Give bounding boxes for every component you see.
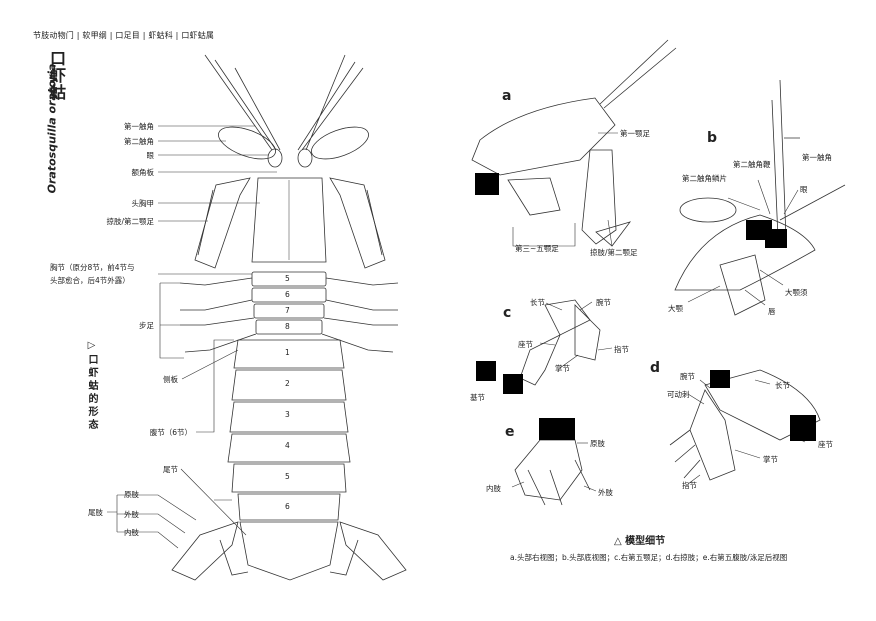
panel-letter-b: b — [707, 130, 718, 146]
label-e-endopod: 内肢 — [486, 484, 501, 493]
label-a-first-maxilliped: 第一颚足 — [620, 129, 650, 138]
mantis-shrimp-main-figure — [171, 54, 407, 581]
abdomen-segment-number: 3 — [285, 410, 290, 419]
label-c-dactyl: 指节 — [614, 345, 629, 354]
label-lateral-plate: 侧板 — [163, 375, 178, 384]
panel-letter-d: d — [650, 360, 661, 376]
abdomen-segment-number: 2 — [285, 379, 290, 388]
thorax-segment-number: 5 — [285, 274, 290, 283]
label-e-exopod: 外肢 — [598, 488, 613, 497]
label-d-ischium: 座节 — [818, 440, 833, 449]
detail-e-figure — [511, 439, 597, 506]
label-b-eye: 眼 — [800, 185, 808, 194]
abdomen-segment-number: 6 — [285, 502, 290, 511]
label-antenna1: 第一触角 — [124, 122, 154, 131]
label-eye: 眼 — [146, 151, 155, 160]
title-block: 口虾蛄 Oratosquilla oratoria — [36, 50, 70, 193]
redaction-box — [476, 361, 496, 381]
label-raptorial: 掠肢/第二颚足 — [106, 217, 154, 226]
species-name-latin: Oratosquilla oratoria — [45, 63, 59, 194]
label-rostral-plate: 额角板 — [131, 168, 155, 177]
species-name-cn: 口虾蛄 — [47, 50, 66, 101]
detail-title: △ 模型细节 — [614, 536, 666, 547]
label-carapace: 头胸甲 — [131, 199, 155, 208]
redaction-box — [765, 229, 787, 248]
abdomen-segment-number: 4 — [285, 441, 290, 450]
redaction-box — [475, 173, 499, 195]
detail-b-figure — [674, 79, 846, 316]
abdomen-segment-number: 1 — [285, 348, 290, 357]
label-c-merus: 长节 — [530, 298, 545, 307]
label-c-ischium: 座节 — [518, 340, 533, 349]
label-d-movable-spine: 可动刺 — [667, 390, 690, 399]
label-b-antenna2-flagellum: 第二触角鞭 — [733, 160, 771, 169]
detail-subtitle: a.头部右视图；b.头部底视图；c.右第五颚足；d.右掠肢；e.右第五腹肢/泳足… — [510, 553, 788, 562]
panel-letter-c: c — [503, 305, 512, 321]
label-c-propodus: 掌节 — [555, 364, 570, 373]
panel-letter-a: a — [502, 88, 512, 104]
taxonomy-line: 节肢动物门 | 软甲纲 | 口足目 | 虾蛄科 | 口虾蛄属 — [33, 31, 215, 40]
label-b-antenna1: 第一触角 — [802, 153, 832, 162]
redaction-box — [710, 370, 730, 388]
thorax-segment-number: 7 — [285, 306, 290, 315]
redaction-box — [790, 415, 816, 441]
label-exopod: 外肢 — [124, 510, 139, 519]
label-d-dactyl: 指节 — [682, 481, 697, 490]
label-protopod: 原肢 — [124, 490, 139, 499]
thorax-segment-number: 6 — [285, 290, 290, 299]
label-d-propodus: 掌节 — [763, 455, 778, 464]
label-telson: 尾节 — [163, 465, 178, 474]
label-a-legs-3-5: 第三~五颚足 — [515, 244, 559, 253]
label-b-antenna2-scale: 第二触角鳞片 — [682, 174, 727, 183]
label-uropod: 尾肢 — [88, 508, 103, 517]
label-b-lip: 唇 — [768, 307, 776, 316]
label-endopod: 内肢 — [124, 528, 139, 537]
label-d-merus: 长节 — [775, 381, 790, 390]
label-b-maxilla: 大颚须 — [785, 288, 808, 297]
detail-c-figure — [519, 299, 613, 386]
redaction-box — [539, 418, 575, 440]
label-walking-legs: 步足 — [139, 321, 154, 330]
label-a-raptorial: 掠肢/第二颚足 — [590, 248, 638, 257]
panel-letter-e: e — [505, 424, 515, 440]
thorax-segment-number: 8 — [285, 322, 290, 331]
redaction-box — [503, 374, 523, 394]
label-abdomen: 腹节（6节） — [149, 428, 192, 437]
figure-caption: ▷口虾蛄的形态 — [86, 340, 97, 432]
label-d-carpus: 腕节 — [680, 372, 695, 381]
main-leader-lines — [107, 125, 277, 549]
label-e-protopod: 原肢 — [590, 439, 605, 448]
label-antenna2: 第二触角 — [124, 137, 154, 146]
label-c-basis: 基节 — [470, 393, 485, 402]
detail-a-figure — [471, 39, 677, 247]
label-c-carpus: 腕节 — [596, 298, 611, 307]
abdomen-segment-number: 5 — [285, 472, 290, 481]
label-thorax-note-1: 胸节（原分8节，前4节与 — [50, 263, 135, 272]
label-thorax-note-2: 头部愈合，后4节外露） — [50, 276, 130, 285]
label-b-mandible: 大颚 — [668, 304, 683, 313]
